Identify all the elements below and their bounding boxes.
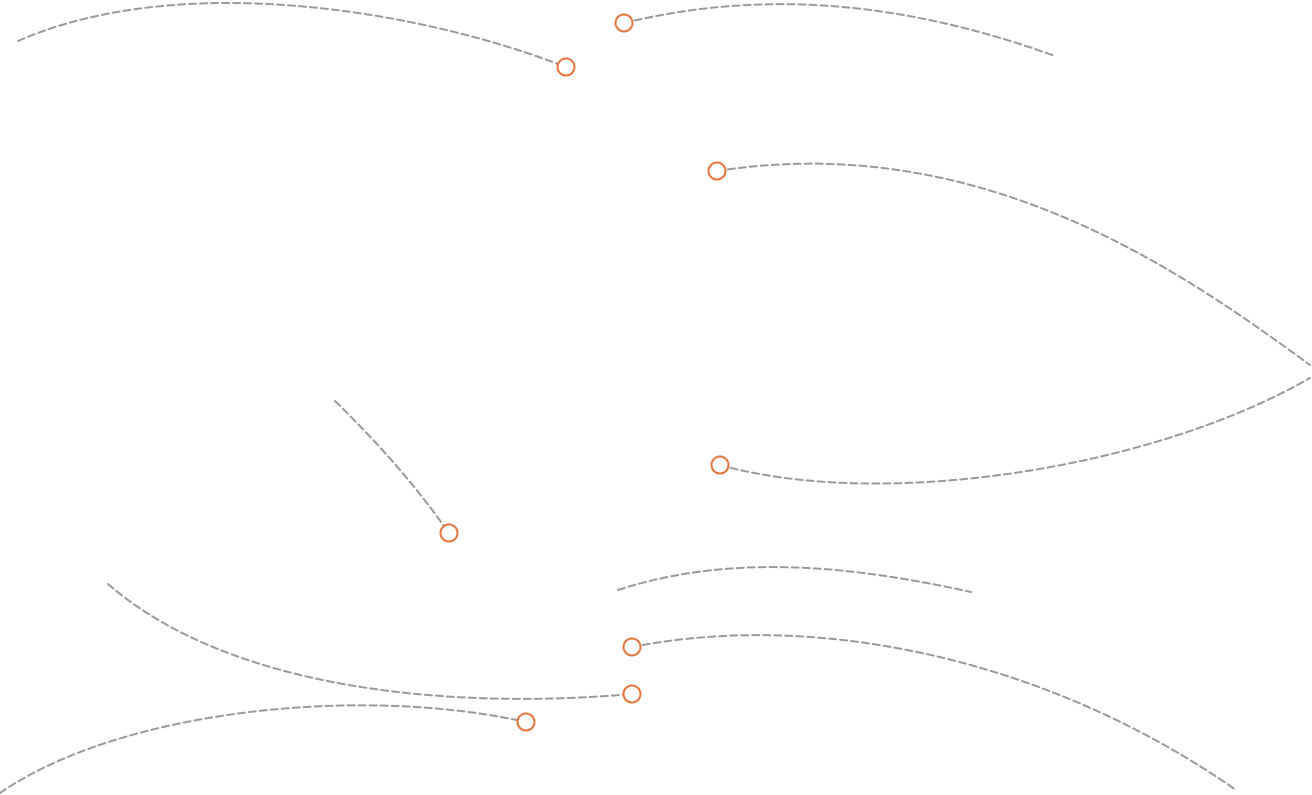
connector-edge[interactable] — [17, 2, 567, 68]
connector-endpoint-handle[interactable] — [439, 523, 459, 543]
handles-layer — [439, 13, 730, 732]
connector-endpoint-handle[interactable] — [614, 13, 634, 33]
connector-edge[interactable] — [0, 704, 527, 794]
connector-edge[interactable] — [719, 377, 1311, 485]
connector-edge[interactable] — [716, 162, 1311, 366]
connector-edge[interactable] — [623, 3, 1056, 57]
connector-endpoint-handle[interactable] — [622, 684, 642, 704]
connector-endpoint-handle[interactable] — [710, 455, 730, 475]
connector-edge[interactable] — [631, 634, 1237, 791]
connector-edge[interactable] — [334, 400, 450, 534]
connector-endpoint-handle[interactable] — [516, 712, 536, 732]
connector-endpoint-handle[interactable] — [707, 161, 727, 181]
connector-endpoint-handle[interactable] — [622, 637, 642, 657]
connector-endpoint-handle[interactable] — [556, 57, 576, 77]
connector-edge[interactable] — [617, 566, 972, 593]
connector-edge[interactable] — [107, 583, 633, 700]
